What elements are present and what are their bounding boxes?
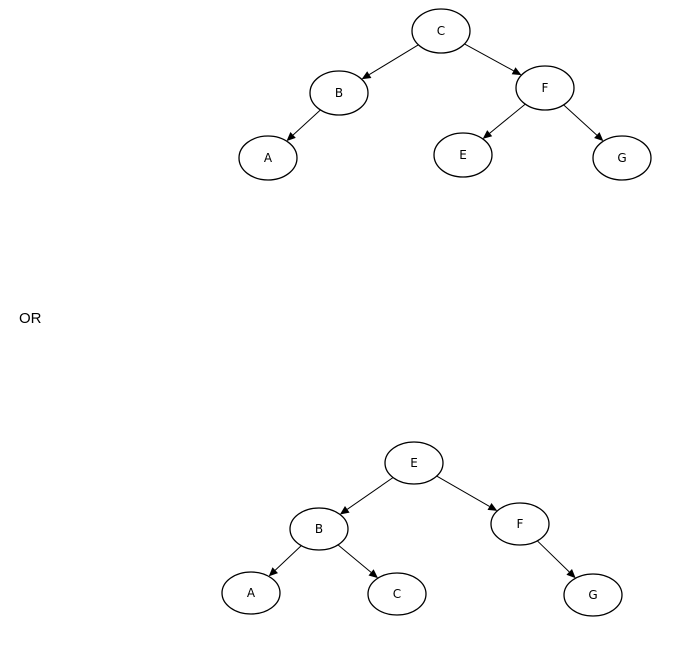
node-ellipse-b [309, 70, 369, 116]
node-ellipse-e [384, 441, 444, 485]
arrowhead-b-c [368, 569, 378, 579]
node-b: B [309, 70, 369, 116]
node-e: E [384, 441, 444, 485]
edge-f-e [489, 103, 526, 134]
arrowhead-b-a [286, 132, 296, 142]
edge-b-a [274, 545, 302, 571]
node-ellipse-c [367, 572, 427, 616]
node-ellipse-f [490, 502, 550, 546]
node-ellipse-a [238, 135, 298, 181]
node-label-e: E [459, 148, 467, 162]
edge-e-f [436, 475, 490, 507]
node-label-f: F [517, 517, 524, 531]
node-c: C [411, 8, 471, 54]
node-label-b: B [335, 86, 343, 100]
edge-e-b [347, 477, 394, 510]
node-f: F [515, 65, 575, 111]
node-a: A [221, 571, 281, 615]
node-b: B [289, 507, 349, 551]
node-label-f: F [542, 81, 549, 95]
arrowhead-e-b [339, 506, 350, 515]
edge-b-c [337, 544, 372, 573]
arrowhead-b-a [268, 567, 278, 577]
node-a: A [238, 135, 298, 181]
tree-top: C B F A E G [238, 8, 652, 181]
node-f: F [490, 502, 550, 546]
node-ellipse-f [515, 65, 575, 111]
tree-bottom: E B F A C G [221, 441, 623, 617]
node-g: G [592, 135, 652, 181]
edge-c-b [369, 44, 419, 76]
node-c: C [367, 572, 427, 616]
arrowhead-e-f [487, 503, 498, 511]
node-ellipse-c [411, 8, 471, 54]
edge-b-a [292, 109, 321, 136]
arrowhead-c-b [361, 71, 372, 80]
node-e: E [433, 132, 493, 178]
node-ellipse-g [563, 573, 623, 617]
node-label-c: C [437, 24, 445, 38]
node-ellipse-e [433, 132, 493, 178]
node-label-b: B [315, 522, 323, 536]
arrowhead-f-e [482, 130, 493, 139]
edge-c-f [464, 43, 514, 72]
node-label-a: A [247, 586, 256, 600]
or-separator: OR [19, 310, 42, 327]
arrowhead-c-f [511, 67, 522, 76]
edge-f-g [536, 540, 570, 573]
node-ellipse-a [221, 571, 281, 615]
node-label-g: G [588, 588, 597, 602]
node-label-e: E [410, 456, 418, 470]
node-label-g: G [617, 151, 626, 165]
node-ellipse-g [592, 135, 652, 181]
node-g: G [563, 573, 623, 617]
node-label-a: A [264, 151, 273, 165]
arrowhead-f-g [566, 569, 576, 579]
node-label-c: C [393, 587, 401, 601]
edge-f-g [563, 104, 598, 136]
node-ellipse-b [289, 507, 349, 551]
arrowhead-f-g [594, 132, 604, 142]
